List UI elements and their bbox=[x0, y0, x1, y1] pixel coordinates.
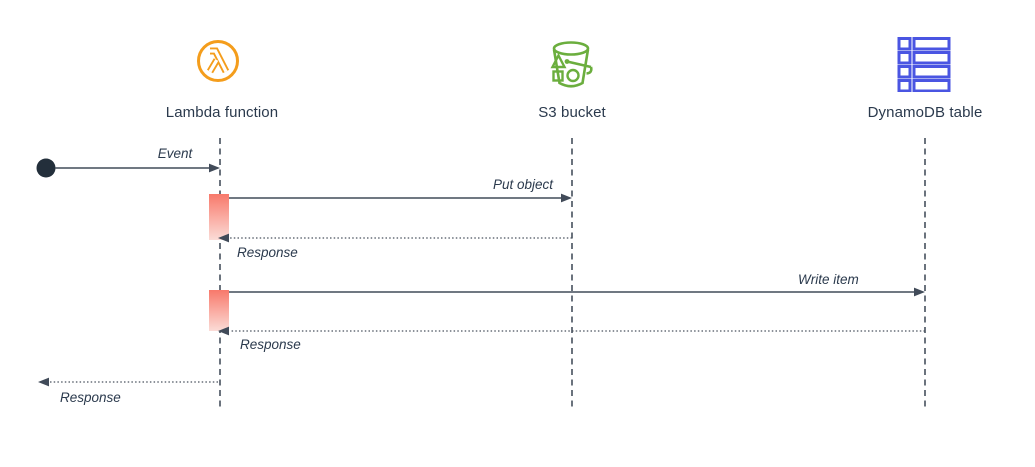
message-label-write-item: Write item bbox=[798, 272, 859, 287]
actor-label-s3: S3 bucket bbox=[538, 104, 606, 121]
message-label-response-final: Response bbox=[60, 390, 121, 405]
message-arrow-write-item bbox=[229, 287, 925, 297]
activation-bar-2 bbox=[209, 290, 229, 331]
message-label-event: Event bbox=[157, 146, 193, 161]
message-label-response-s3: Response bbox=[237, 245, 298, 260]
message-arrow-response-dynamodb bbox=[218, 326, 925, 336]
s3-bucket-icon bbox=[550, 41, 593, 88]
message-arrow-response-final bbox=[38, 377, 218, 387]
actor-label-dynamodb: DynamoDB table bbox=[867, 104, 983, 121]
activation-bar-1 bbox=[209, 194, 229, 240]
start-node bbox=[36, 158, 56, 178]
message-arrow-put-object bbox=[229, 193, 572, 203]
dynamodb-table-icon bbox=[897, 37, 951, 92]
message-arrow-response-s3 bbox=[218, 233, 572, 243]
actor-label-lambda: Lambda function bbox=[165, 104, 279, 121]
message-arrow-event bbox=[36, 158, 220, 178]
message-label-response-dynamodb: Response bbox=[240, 337, 301, 352]
lambda-icon bbox=[197, 40, 239, 82]
message-label-put-object: Put object bbox=[492, 177, 553, 192]
